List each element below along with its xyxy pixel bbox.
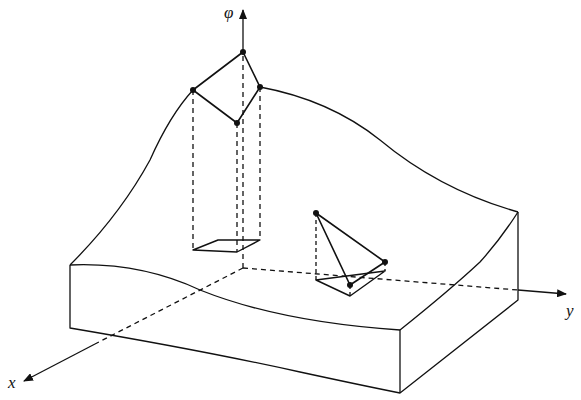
tri-element-projection: [316, 213, 385, 296]
rect-element-projection: [193, 87, 260, 252]
slab-corner-edge: [399, 330, 400, 393]
y-axis: [518, 290, 566, 294]
surface-side-edge: [400, 212, 518, 330]
surface-left-edge: [70, 90, 193, 265]
node-dot: [382, 259, 388, 265]
x-axis-hidden: [95, 268, 243, 344]
axis-label: x: [8, 374, 16, 391]
x-axis: [24, 344, 95, 381]
node-dot: [347, 282, 353, 288]
axis-label: φ: [224, 4, 233, 21]
surface-front-edge: [70, 265, 400, 330]
rect-element-base: [193, 240, 260, 252]
rect-element-top: [193, 52, 260, 123]
phi-axis-hidden: [242, 52, 243, 268]
phi-axis: [242, 10, 243, 52]
axis-label: y: [566, 302, 574, 319]
node-dot: [257, 84, 263, 90]
node-dot: [234, 120, 240, 126]
slab-outline: [70, 212, 518, 393]
surface-back-edge: [260, 87, 518, 212]
node-dot: [313, 210, 319, 216]
tri-element-top: [316, 213, 385, 285]
node-dot: [190, 87, 196, 93]
node-dot: [240, 49, 246, 55]
